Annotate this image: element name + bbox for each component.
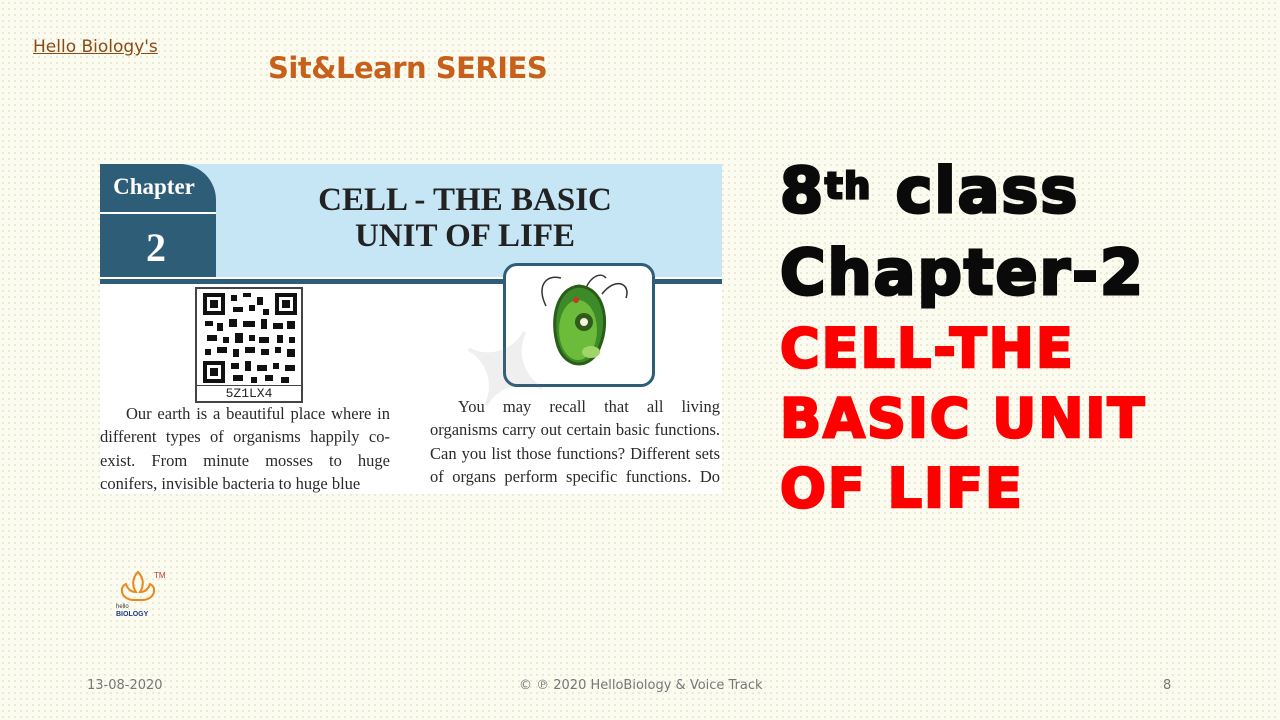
qr-code-icon <box>203 293 297 383</box>
headline-class-number: 8 <box>778 153 826 229</box>
footer-date: 13-08-2020 <box>87 678 163 693</box>
paragraph-right: You may recall that all living organisms… <box>430 397 720 494</box>
chapter-tab: Chapter 2 <box>100 164 216 277</box>
headline-class: 8th class <box>778 150 1260 232</box>
chapter-number: 2 <box>146 225 166 270</box>
euglena-cell-icon <box>541 274 628 366</box>
chapter-tab-divider <box>100 164 216 214</box>
banner-rule <box>100 279 722 284</box>
chapter-label: Chapter <box>113 174 195 199</box>
cell-illustration-frame <box>503 263 655 387</box>
book-page-image: Chapter 2 CELL - THE BASIC UNIT OF LIFE … <box>100 164 722 494</box>
headline: 8th class Chapter-2 CELL-THE BASIC UNIT … <box>778 150 1260 524</box>
qr-code: 5Z1LX4 <box>195 287 303 403</box>
series-title: Sit&Learn SERIES <box>268 51 548 85</box>
footer-page-number: 8 <box>1163 678 1172 693</box>
headline-class-suffix: th <box>824 165 872 209</box>
headline-class-word: class <box>871 153 1080 229</box>
logo-text-top: hello <box>116 604 129 610</box>
chapter-title-line1: CELL - THE BASIC <box>318 182 612 218</box>
paragraph-left: Our earth is a beautiful place where in … <box>100 404 390 493</box>
fleur-de-lis-logo-icon: TM hello BIOLOGY <box>116 570 166 618</box>
headline-chapter: Chapter-2 <box>779 235 1145 311</box>
logo-text-bottom: BIOLOGY <box>116 611 149 618</box>
chapter-title: CELL - THE BASIC UNIT OF LIFE <box>250 182 680 254</box>
brand-link[interactable]: Hello Biology's <box>33 37 158 57</box>
headline-title-line3: OF LIFE <box>779 456 1024 522</box>
headline-title-line2: BASIC UNIT <box>779 386 1147 452</box>
logo-tm: TM <box>154 571 166 580</box>
hello-biology-logo: TM hello BIOLOGY <box>112 570 172 620</box>
chapter-title-line2: UNIT OF LIFE <box>354 218 576 254</box>
qr-code-text: 5Z1LX4 <box>197 385 301 401</box>
headline-title-line1: CELL-THE <box>779 316 1075 382</box>
footer-copyright: © ℗ 2020 HelloBiology & Voice Track <box>519 678 763 693</box>
